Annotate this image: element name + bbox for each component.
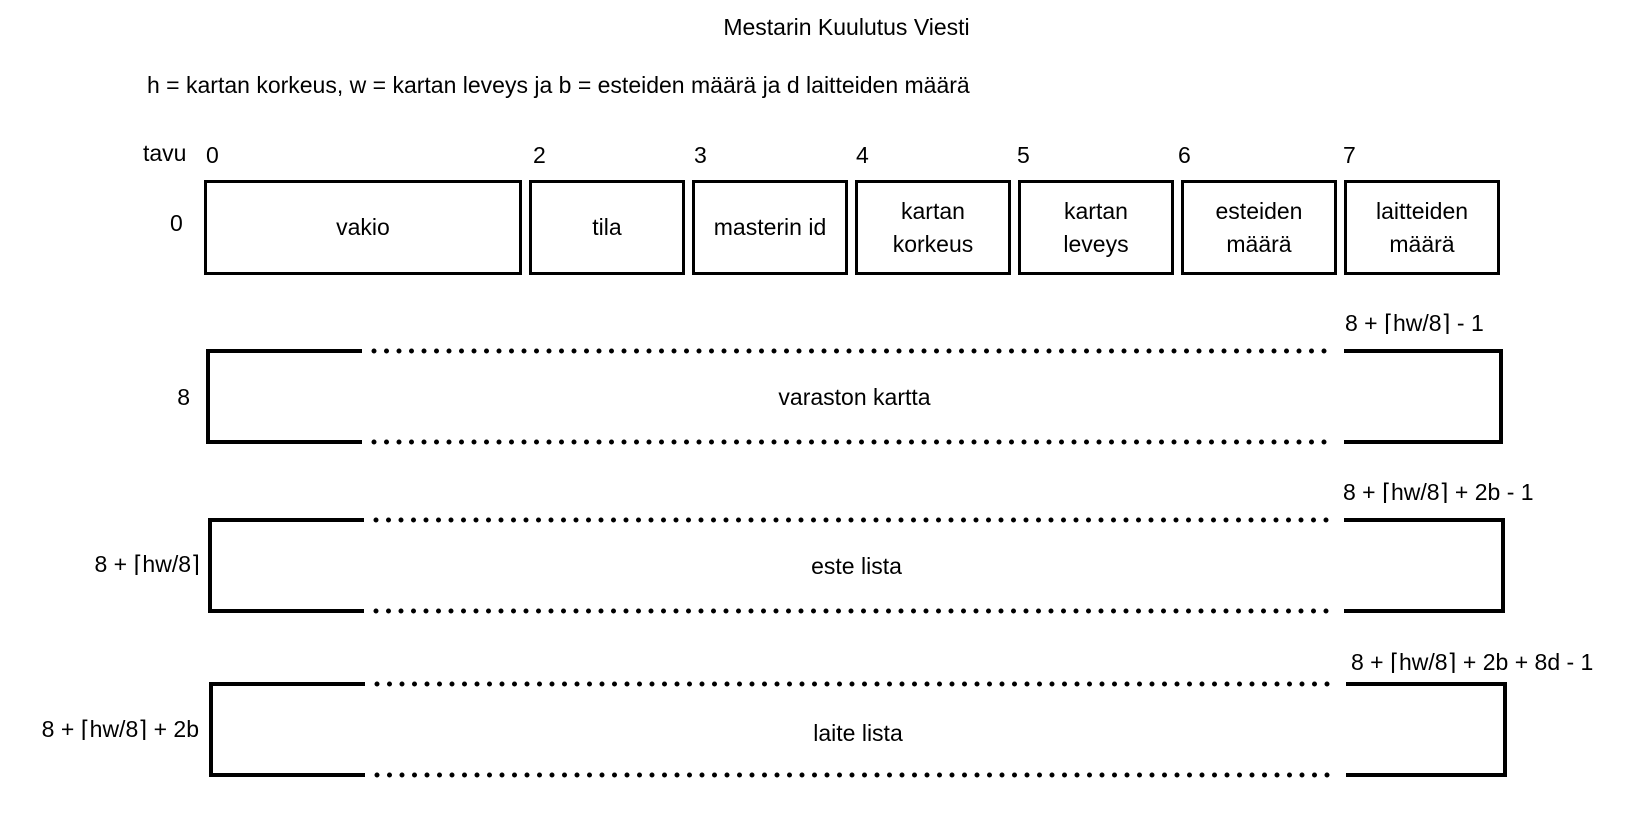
variable-legend: h = kartan korkeus, w = kartan leveys ja… bbox=[147, 72, 970, 98]
byte-tick-4: 4 bbox=[856, 142, 869, 168]
field-kartan-leveys-line2: leveys bbox=[1063, 230, 1129, 257]
field-laitteiden-maara-line2: määrä bbox=[1389, 230, 1455, 257]
field-kartan-leveys: kartan leveys bbox=[1018, 180, 1174, 275]
byte-tick-0: 0 bbox=[206, 142, 219, 168]
field-kartan-korkeus: kartan korkeus bbox=[855, 180, 1011, 275]
byte-axis-label: tavu bbox=[143, 140, 187, 166]
region-end-este-lista: 8 + ⌈hw/8⌉ + 2b - 1 bbox=[1343, 479, 1534, 505]
field-esteiden-maara-line1: esteiden bbox=[1215, 197, 1303, 224]
byte-tick-3: 3 bbox=[694, 142, 707, 168]
field-vakio-label: vakio bbox=[336, 214, 390, 240]
diagram-title: Mestarin Kuulutus Viesti bbox=[723, 14, 970, 40]
region-laite-lista: laite lista bbox=[813, 720, 903, 746]
byte-tick-6: 6 bbox=[1178, 142, 1191, 168]
field-vakio: vakio bbox=[204, 180, 522, 275]
field-laitteiden-maara-line1: laitteiden bbox=[1375, 197, 1469, 224]
region-start-varaston-kartta: 8 bbox=[177, 384, 190, 410]
region-frame-laite-lista bbox=[209, 681, 1507, 778]
region-varaston-kartta: varaston kartta bbox=[778, 384, 931, 410]
field-esteiden-maara: esteiden määrä bbox=[1181, 180, 1337, 275]
region-este-lista: este lista bbox=[811, 553, 902, 579]
byte-tick-2: 2 bbox=[533, 142, 546, 168]
field-esteiden-maara-line2: määrä bbox=[1226, 230, 1292, 257]
field-kartan-leveys-line1: kartan bbox=[1064, 197, 1128, 224]
byte-tick-7: 7 bbox=[1343, 142, 1356, 168]
field-kartan-korkeus-line1: kartan bbox=[901, 197, 965, 224]
field-masterin-id-label: masterin id bbox=[713, 214, 827, 240]
row-offset-header: 0 bbox=[170, 210, 183, 236]
region-start-laite-lista: 8 + ⌈hw/8⌉ + 2b bbox=[41, 716, 199, 742]
field-kartan-korkeus-line2: korkeus bbox=[892, 230, 974, 257]
field-tila-label: tila bbox=[592, 214, 622, 240]
region-frame-este-lista bbox=[208, 517, 1505, 614]
region-frame-varaston-kartta bbox=[206, 348, 1503, 445]
region-end-varaston-kartta: 8 + ⌈hw/8⌉ - 1 bbox=[1345, 310, 1484, 336]
region-end-laite-lista: 8 + ⌈hw/8⌉ + 2b + 8d - 1 bbox=[1351, 649, 1594, 675]
field-masterin-id: masterin id bbox=[692, 180, 848, 275]
field-tila: tila bbox=[529, 180, 685, 275]
region-start-este-lista: 8 + ⌈hw/8⌉ bbox=[94, 551, 200, 577]
byte-tick-5: 5 bbox=[1017, 142, 1030, 168]
field-laitteiden-maara: laitteiden määrä bbox=[1344, 180, 1500, 275]
